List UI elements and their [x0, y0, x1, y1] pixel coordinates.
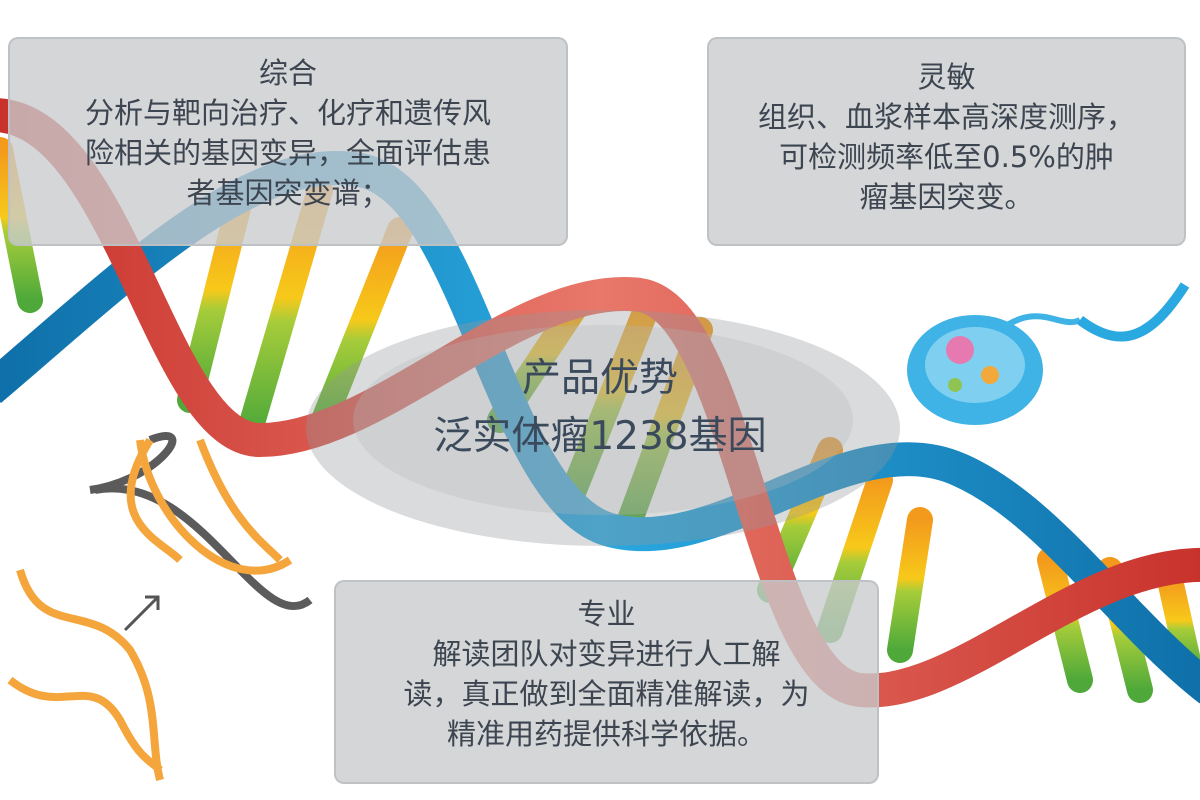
- card-line: 分析与靶向治疗、化疗和遗传风: [84, 96, 491, 130]
- card-comprehensive: 综合 分析与靶向治疗、化疗和遗传风 险相关的基因变异，全面评估患 者基因突变谱；: [8, 37, 568, 246]
- card-line: 险相关的基因变异，全面评估患: [84, 136, 491, 170]
- center-title: 产品优势: [521, 356, 678, 401]
- dna-red-strand: [0, 98, 1200, 708]
- card-line: 组织、血浆样本高深度测序，: [757, 100, 1135, 134]
- card-heading: 灵敏: [917, 60, 976, 94]
- card-line: 瘤基因突变。: [859, 180, 1034, 214]
- card-professional: 专业 解读团队对变异进行人工解 读，真正做到全面精准解读，为 精准用药提供科学依…: [334, 580, 879, 784]
- small-helix-orange: [7, 568, 164, 781]
- card-line: 读，真正做到全面精准解读，为: [403, 677, 810, 711]
- card-line: 可检测频率低至0.5%的肿: [779, 140, 1114, 174]
- card-line: 者基因突变谱；: [186, 176, 390, 210]
- card-line: 解读团队对变异进行人工解: [432, 637, 781, 671]
- card-sensitive: 灵敏 组织、血浆样本高深度测序， 可检测频率低至0.5%的肿 瘤基因突变。: [707, 37, 1186, 246]
- center-subtitle: 泛实体瘤1238基因: [433, 414, 767, 459]
- arrow-icon: [123, 595, 160, 632]
- product-advantage-title: 产品优势 泛实体瘤1238基因: [300, 350, 900, 466]
- card-heading: 专业: [577, 597, 636, 631]
- card-line: 精准用药提供科学依据。: [446, 717, 766, 751]
- small-helix-gray-orange: [89, 431, 313, 611]
- card-heading: 综合: [258, 56, 317, 90]
- cell-illustration-icon: [907, 282, 1190, 425]
- center-ellipse: [306, 310, 900, 546]
